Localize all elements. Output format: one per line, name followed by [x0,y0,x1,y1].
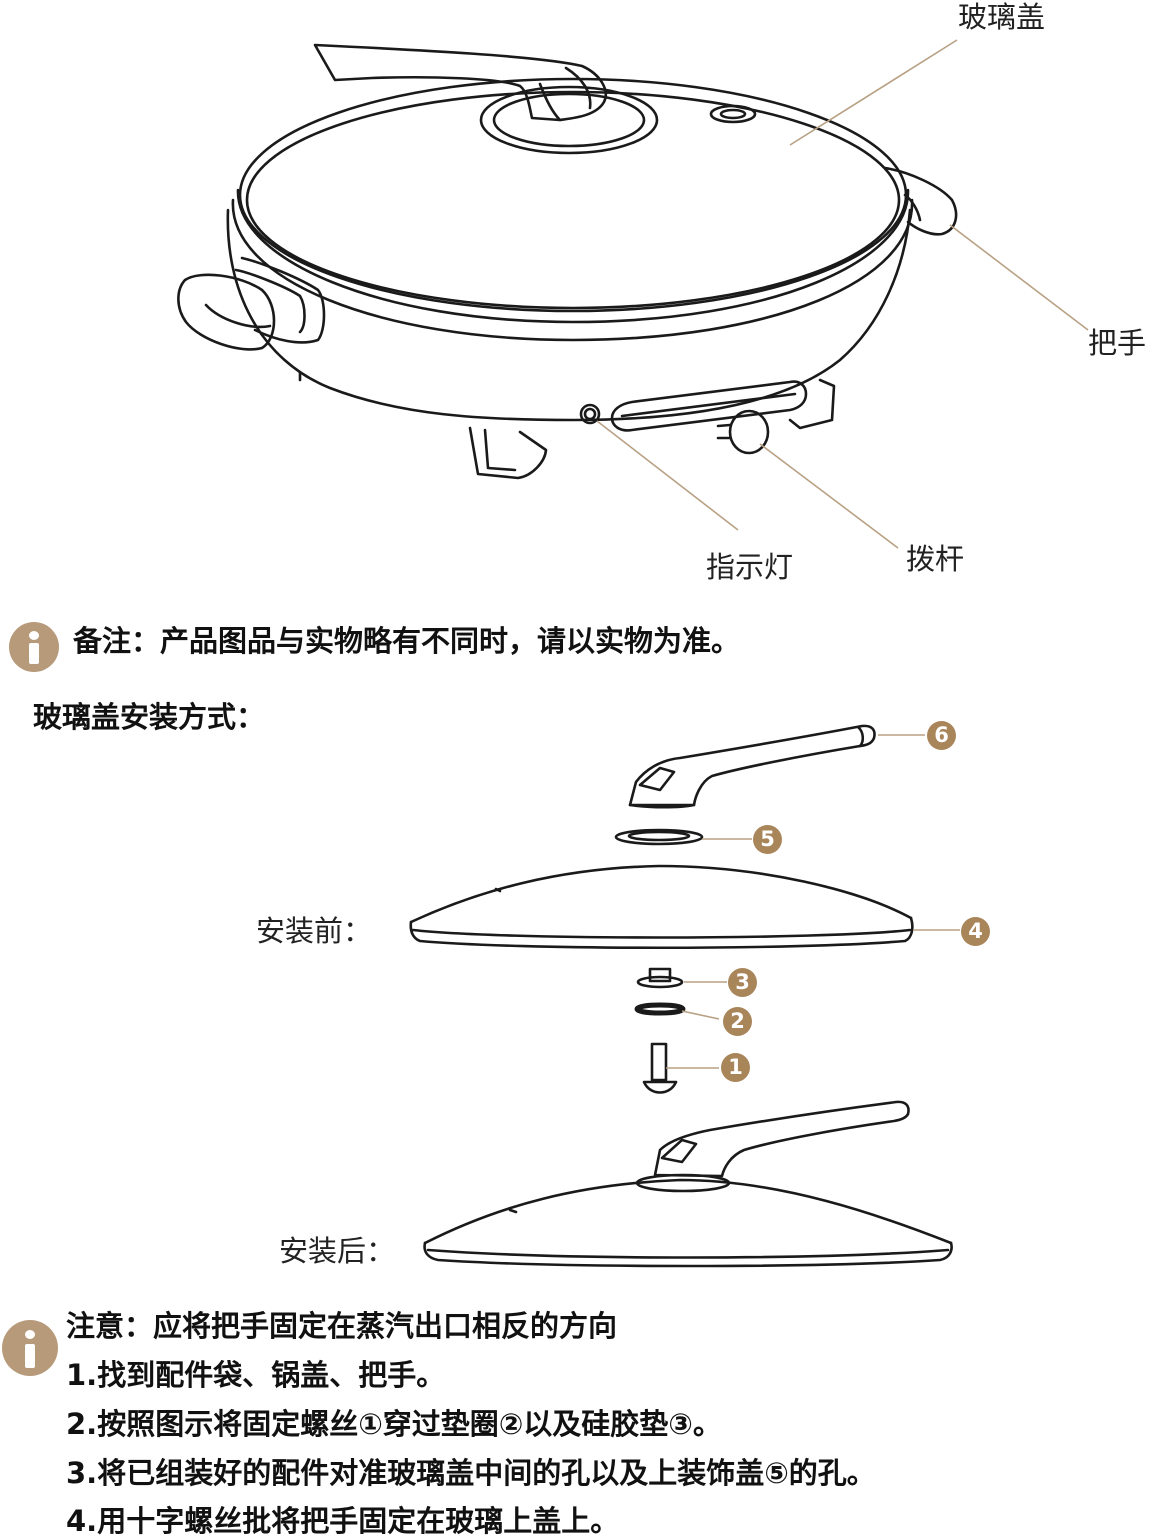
electric-pan-drawing [177,43,958,480]
instruction-step-4: 4.用十字螺丝批将把手固定在玻璃上盖上。 [66,1504,620,1538]
label-handle: 把手 [1088,326,1147,360]
info-icon [2,1320,58,1376]
label-glass-lid: 玻璃盖 [958,0,1046,34]
install-title: 玻璃盖安装方式： [33,700,266,734]
instruction-step-2: 2.按照图示将固定螺丝①穿过垫圈②以及硅胶垫③。 [66,1407,722,1441]
part-number-2: 2 [723,1007,752,1036]
leader-lines [596,39,1089,1069]
part-number-5: 5 [753,825,782,854]
label-before: 安装前： [256,914,373,948]
info-icon [9,622,59,672]
instruction-step-1: 1.找到配件袋、锅盖、把手。 [66,1358,446,1392]
label-after: 安装后： [279,1234,396,1268]
note-text: 备注：产品图品与实物略有不同时，请以实物为准。 [73,624,741,658]
part-number-6: 6 [927,721,956,750]
part-number-4: 4 [961,917,990,946]
label-indicator: 指示灯 [706,550,794,584]
label-lever: 拨杆 [906,542,965,576]
lid-exploded-view [409,724,953,1268]
instruction-step-3: 3.将已组装好的配件对准玻璃盖中间的孔以及上装饰盖⑤的孔。 [66,1456,876,1490]
part-number-1: 1 [721,1053,750,1082]
instructions-heading: 注意：应将把手固定在蒸汽出口相反的方向 [66,1309,618,1343]
part-number-3: 3 [728,968,757,997]
